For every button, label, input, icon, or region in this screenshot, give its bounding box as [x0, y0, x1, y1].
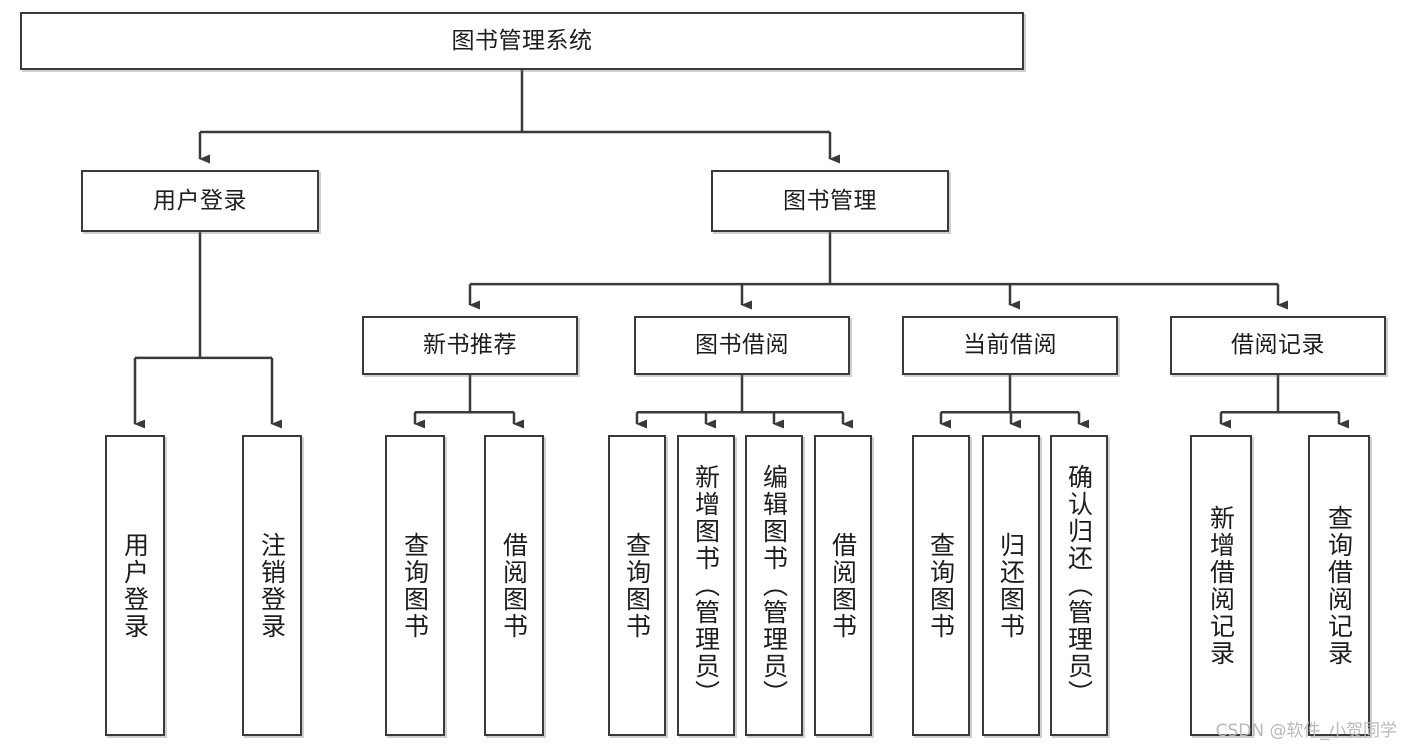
node-leaf-query-book[interactable]: 查询图书 [608, 435, 666, 736]
node-label-leaf-return-book: 归还图书 [996, 531, 1026, 640]
node-label-leaf-confirm-return: 确认归还（管理员） [1064, 464, 1094, 707]
node-current-borrow[interactable]: 当前借阅 [902, 316, 1118, 375]
node-leaf-query-record[interactable]: 查询借阅记录 [1308, 435, 1370, 736]
node-label-leaf-borrow-book-rec: 借阅图书 [499, 531, 529, 640]
node-label-leaf-user-logout: 注销登录 [257, 531, 287, 640]
node-label-leaf-query-book-cur: 查询图书 [926, 531, 956, 640]
node-label-leaf-add-record: 新增借阅记录 [1206, 504, 1236, 667]
node-leaf-add-record[interactable]: 新增借阅记录 [1190, 435, 1252, 736]
node-label-borrow-record: 借阅记录 [1231, 332, 1325, 359]
node-label-leaf-edit-book-admin: 编辑图书（管理员） [759, 464, 789, 707]
node-leaf-user-logout[interactable]: 注销登录 [242, 435, 302, 736]
node-leaf-borrow-book[interactable]: 借阅图书 [814, 435, 872, 736]
node-label-root: 图书管理系统 [451, 27, 593, 54]
node-label-current-borrow: 当前借阅 [963, 332, 1057, 359]
node-leaf-query-book-rec[interactable]: 查询图书 [385, 435, 445, 736]
node-label-leaf-borrow-book: 借阅图书 [828, 531, 858, 640]
node-book-borrow[interactable]: 图书借阅 [634, 316, 850, 375]
node-leaf-add-book-admin[interactable]: 新增图书（管理员） [677, 435, 735, 736]
node-label-new-book-rec: 新书推荐 [423, 332, 517, 359]
node-user-login[interactable]: 用户登录 [81, 170, 319, 232]
node-book-manage[interactable]: 图书管理 [711, 170, 949, 232]
node-leaf-edit-book-admin[interactable]: 编辑图书（管理员） [745, 435, 803, 736]
csdn-watermark: CSDN @软件_小贺同学 [1215, 721, 1397, 741]
node-borrow-record[interactable]: 借阅记录 [1170, 316, 1386, 375]
node-leaf-confirm-return[interactable]: 确认归还（管理员） [1050, 435, 1108, 736]
node-label-book-manage: 图书管理 [783, 187, 877, 214]
node-label-leaf-query-book-rec: 查询图书 [400, 531, 430, 640]
node-label-leaf-user-login: 用户登录 [120, 531, 150, 640]
node-root[interactable]: 图书管理系统 [20, 12, 1024, 70]
node-label-book-borrow: 图书借阅 [695, 332, 789, 359]
node-leaf-return-book[interactable]: 归还图书 [982, 435, 1040, 736]
node-label-user-login: 用户登录 [153, 187, 247, 214]
node-new-book-rec[interactable]: 新书推荐 [362, 316, 578, 375]
node-label-leaf-add-book-admin: 新增图书（管理员） [691, 464, 721, 707]
node-leaf-query-book-cur[interactable]: 查询图书 [912, 435, 970, 736]
node-leaf-borrow-book-rec[interactable]: 借阅图书 [484, 435, 544, 736]
node-leaf-user-login[interactable]: 用户登录 [105, 435, 165, 736]
node-label-leaf-query-record: 查询借阅记录 [1324, 504, 1354, 667]
node-label-leaf-query-book: 查询图书 [622, 531, 652, 640]
